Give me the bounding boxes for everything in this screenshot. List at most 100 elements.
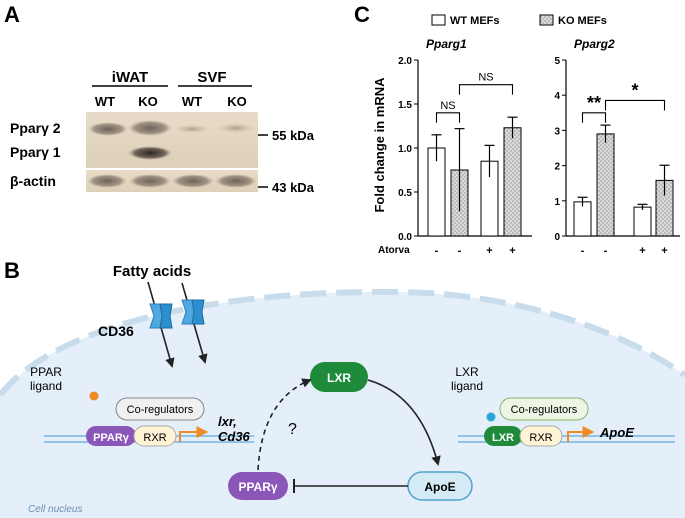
lxr-ligand-label: ligand	[451, 379, 483, 393]
significance-label: **	[587, 93, 601, 113]
band-pparg2-wt-svf	[174, 125, 210, 133]
rxr-node	[133, 425, 177, 447]
bar	[573, 201, 592, 237]
coregulators-box-right	[499, 397, 589, 421]
coregulators-box	[115, 397, 205, 421]
apoe-node-label: ApoE	[424, 480, 455, 494]
lane-label: WT	[182, 94, 202, 109]
y-tick-label: 4	[554, 91, 560, 102]
band-pparg1-ko-iwat	[128, 146, 172, 160]
lxr-node-label: LXR	[327, 371, 351, 385]
marker-43-kda: 43 kDa	[272, 180, 315, 195]
y-tick-label: 1.5	[398, 100, 412, 111]
band-pparg2-wt-iwat	[88, 122, 128, 136]
question-mark: ?	[288, 421, 297, 438]
charts-container: 0.00.51.01.52.0Pparg1--++NSNS012345Pparg…	[398, 37, 680, 257]
band-pparg2-ko-iwat	[128, 120, 172, 136]
atorva-sign: -	[458, 245, 462, 257]
coregulators-label: Co-regulators	[127, 404, 194, 416]
panel-c: C WT MEFs KO MEFs Fold change in mRNA At…	[354, 2, 680, 257]
y-tick-label: 2	[554, 162, 560, 173]
cell-nucleus	[0, 291, 685, 518]
bar	[633, 206, 652, 237]
panel-c-letter: C	[354, 2, 370, 27]
rxr-node-right-label: RXR	[529, 432, 552, 444]
ppar-ligand-label: PPAR	[30, 365, 62, 379]
bar	[596, 133, 615, 237]
lxr-ligand-icon	[486, 412, 496, 422]
band-label-pparg2: Pparγ 2	[10, 120, 61, 136]
legend-wt-label: WT MEFs	[450, 15, 500, 27]
transcription-arrow-right	[567, 426, 595, 442]
band-actin	[87, 174, 127, 188]
y-tick-label: 2.0	[398, 56, 412, 67]
fatty-acids-label: Fatty acids	[113, 263, 191, 280]
panel-a-letter: A	[4, 2, 20, 27]
lane-label: KO	[227, 94, 247, 109]
significance-bracket	[458, 84, 514, 95]
lxr-node	[310, 362, 368, 392]
atorva-sign: -	[604, 245, 608, 257]
significance-bracket	[604, 99, 666, 111]
chart-title: Pparg2	[574, 37, 615, 51]
significance-label: *	[631, 80, 638, 100]
y-tick-label: 5	[554, 56, 560, 67]
band-label-actin: β-actin	[10, 173, 56, 189]
atorva-sign: +	[639, 245, 645, 257]
ppar-ligand-label: ligand	[30, 379, 62, 393]
band-label-pparg1: Pparγ 1	[10, 144, 61, 160]
nucleus-label: Cell nucleus	[28, 504, 82, 515]
significance-label: NS	[440, 100, 455, 112]
legend-wt-swatch	[431, 14, 446, 26]
lxr-dna-node	[484, 426, 522, 446]
atorva-sign: +	[509, 245, 515, 257]
band-actin	[172, 174, 214, 188]
y-tick-label: 1	[554, 197, 560, 208]
y-tick-label: 0.5	[398, 188, 412, 199]
rxr-node-label: RXR	[143, 432, 166, 444]
pparg-to-lxr-arrow	[257, 378, 312, 471]
ppar-ligand-icon	[89, 391, 99, 401]
significance-bracket	[581, 112, 607, 123]
pparg-center-label: PPARγ	[238, 480, 277, 494]
pparg-node	[86, 426, 136, 446]
band-actin	[129, 174, 171, 188]
band-actin	[215, 174, 257, 188]
atorva-label: Atorva	[378, 245, 410, 256]
panel-b-letter: B	[4, 258, 20, 283]
panel-b: B Cell nucleus Fatty acids CD36 PPAR lig…	[0, 258, 685, 518]
chart-title: Pparg1	[426, 37, 467, 51]
band-pparg2-ko-svf	[217, 123, 255, 133]
pparg-node-label: PPARγ	[93, 432, 130, 444]
group-iwat-label: iWAT	[112, 69, 148, 86]
atorva-sign: -	[435, 245, 439, 257]
y-tick-label: 0.0	[398, 232, 412, 243]
lane-label: WT	[95, 94, 115, 109]
atorva-sign: +	[661, 245, 667, 257]
y-axis-label: Fold change in mRNA	[372, 77, 387, 213]
target-genes-label: lxr,	[218, 414, 237, 429]
lane-label: KO	[138, 94, 158, 109]
transcription-arrow	[179, 426, 209, 442]
atorva-sign: -	[581, 245, 585, 257]
lxr-to-apoe-arrow	[367, 379, 441, 466]
cd36-transporter	[149, 299, 205, 329]
pparg-blot	[86, 112, 258, 168]
lxr-dna-label: LXR	[492, 432, 514, 444]
coregulators-label-right: Co-regulators	[511, 404, 578, 416]
y-tick-label: 1.0	[398, 144, 412, 155]
atorva-sign: +	[486, 245, 492, 257]
legend-ko-swatch	[539, 14, 554, 26]
cd36-label: CD36	[98, 323, 134, 339]
y-tick-label: 3	[554, 126, 560, 137]
legend-ko-label: KO MEFs	[558, 15, 607, 27]
significance-label: NS	[478, 72, 493, 84]
target-genes-label: Cd36	[218, 429, 251, 444]
panel-a: A iWAT SVF WT KO WT KO Pparγ 2 Pparγ 1 β…	[4, 2, 315, 195]
apoe-gene-label: ApoE	[599, 425, 634, 440]
pparg-center-node	[228, 472, 288, 500]
significance-bracket	[435, 112, 461, 123]
marker-55-kda: 55 kDa	[272, 128, 315, 143]
group-svf-label: SVF	[197, 69, 226, 86]
